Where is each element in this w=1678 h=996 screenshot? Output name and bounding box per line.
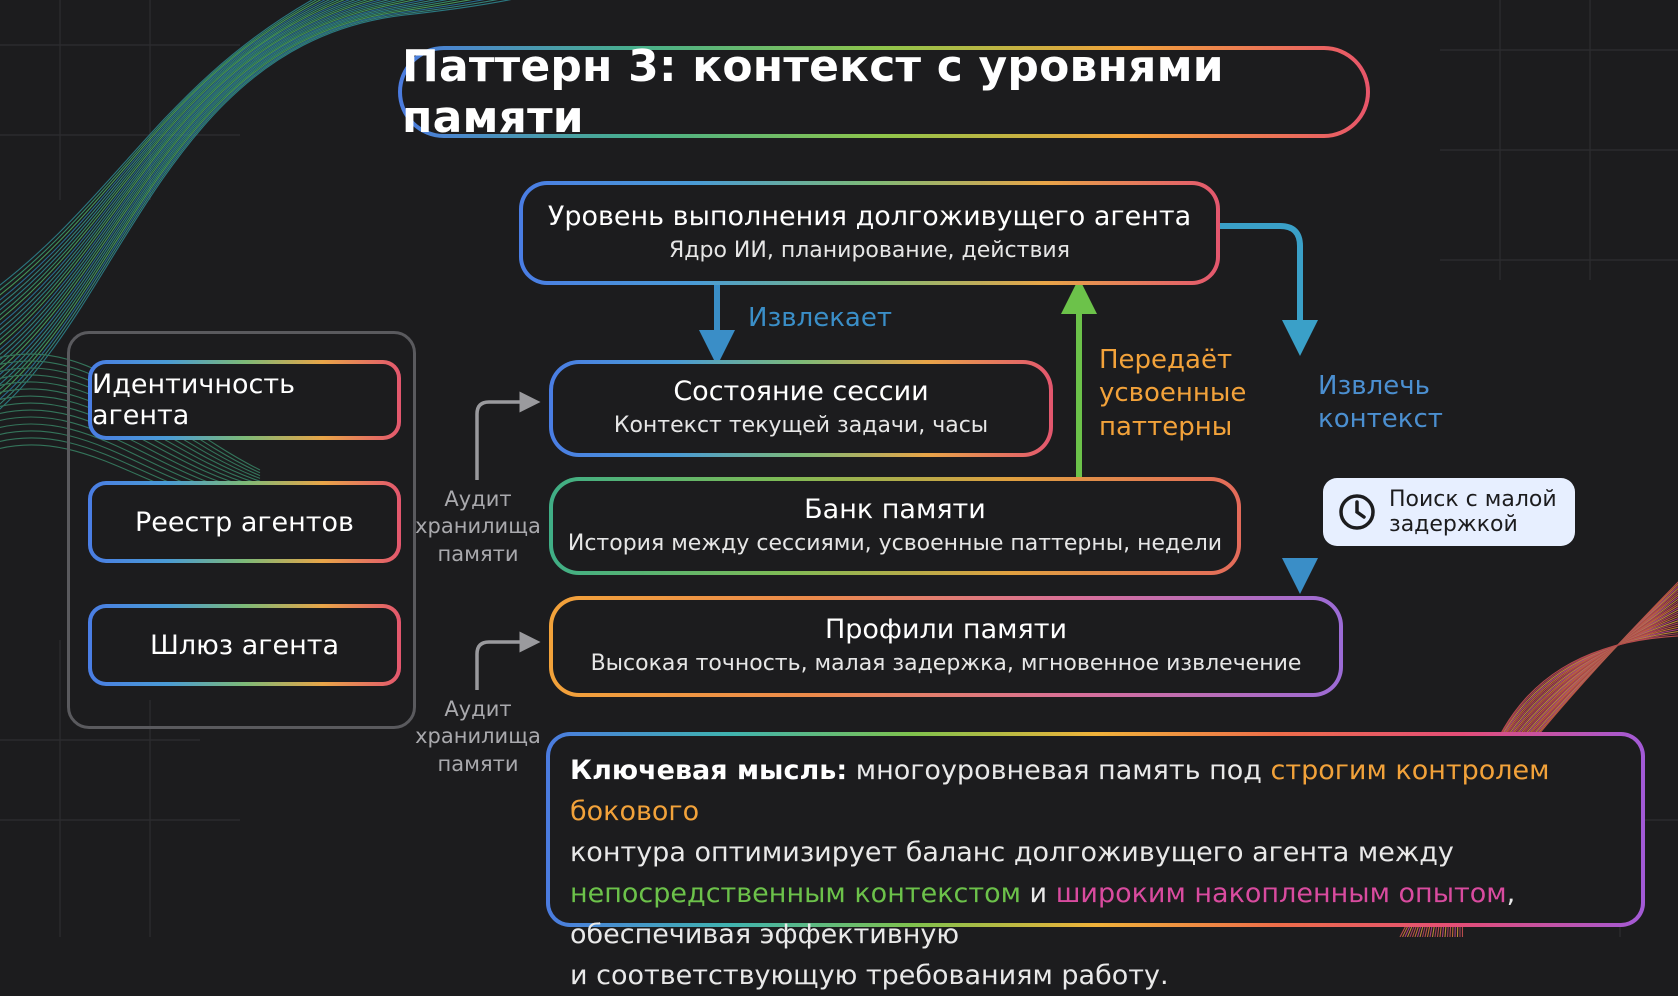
runtime-layer-subtitle: Ядро ИИ, планирование, действия bbox=[669, 237, 1070, 266]
retrieves-label: Извлекает bbox=[748, 302, 892, 335]
page-title: Паттерн 3: контекст с уровнями памяти bbox=[398, 46, 1370, 138]
latency-line2: задержкой bbox=[1389, 512, 1557, 537]
insight-line3: и соответствующую требованиям работу. bbox=[570, 955, 1623, 996]
extract-label-line2: контекст bbox=[1318, 403, 1443, 436]
low-latency-search-badge: Поиск с малой задержкой bbox=[1323, 478, 1575, 546]
passes-label-line3: паттерны bbox=[1099, 411, 1246, 444]
audit2-line3: памяти bbox=[413, 751, 543, 778]
audit1-line1: Аудит bbox=[413, 486, 543, 513]
insight-lead: Ключевая мысль: bbox=[570, 755, 847, 786]
key-insight-box: Ключевая мысль: многоуровневая память по… bbox=[546, 732, 1645, 927]
runtime-layer-box: Уровень выполнения долгоживущего агента … bbox=[519, 181, 1220, 285]
memory-profiles-box: Профили памяти Высокая точность, малая з… bbox=[549, 596, 1343, 697]
passes-label-line1: Передаёт bbox=[1099, 344, 1246, 377]
side-item-agent-gateway: Шлюз агента bbox=[88, 604, 401, 686]
audit-label-session: Аудит хранилища памяти bbox=[413, 486, 543, 568]
clock-icon bbox=[1337, 492, 1377, 532]
session-state-subtitle: Контекст текущей задачи, часы bbox=[614, 412, 988, 441]
audit1-line3: памяти bbox=[413, 541, 543, 568]
extract-context-label: Извлечь контекст bbox=[1318, 370, 1443, 437]
memory-profiles-title: Профили памяти bbox=[825, 614, 1067, 646]
audit-label-profiles: Аудит хранилища памяти bbox=[413, 696, 543, 778]
extract-label-line1: Извлечь bbox=[1318, 370, 1443, 403]
insight-line1: Ключевая мысль: многоуровневая память по… bbox=[570, 750, 1623, 832]
memory-bank-title: Банк памяти bbox=[804, 494, 986, 526]
insight-highlight-context: непосредственным контекстом bbox=[570, 878, 1021, 909]
audit2-line2: хранилища bbox=[413, 723, 543, 750]
side-item-agent-registry: Реестр агентов bbox=[88, 481, 401, 563]
memory-bank-box: Банк памяти История между сессиями, усво… bbox=[549, 477, 1241, 575]
audit1-line2: хранилища bbox=[413, 513, 543, 540]
audit2-line1: Аудит bbox=[413, 696, 543, 723]
memory-bank-subtitle: История между сессиями, усвоенные паттер… bbox=[568, 530, 1222, 559]
session-state-title: Состояние сессии bbox=[673, 376, 928, 408]
passes-patterns-label: Передаёт усвоенные паттерны bbox=[1099, 344, 1246, 444]
retrieves-label-text: Извлекает bbox=[748, 303, 892, 333]
runtime-layer-title: Уровень выполнения долгоживущего агента bbox=[548, 201, 1191, 233]
side-item-agent-identity: Идентичность агента bbox=[88, 360, 401, 440]
passes-label-line2: усвоенные bbox=[1099, 377, 1246, 410]
memory-profiles-subtitle: Высокая точность, малая задержка, мгнове… bbox=[591, 650, 1302, 679]
session-state-box: Состояние сессии Контекст текущей задачи… bbox=[549, 360, 1053, 457]
insight-highlight-experience: широким накопленным опытом bbox=[1056, 878, 1507, 909]
latency-line1: Поиск с малой bbox=[1389, 487, 1557, 512]
